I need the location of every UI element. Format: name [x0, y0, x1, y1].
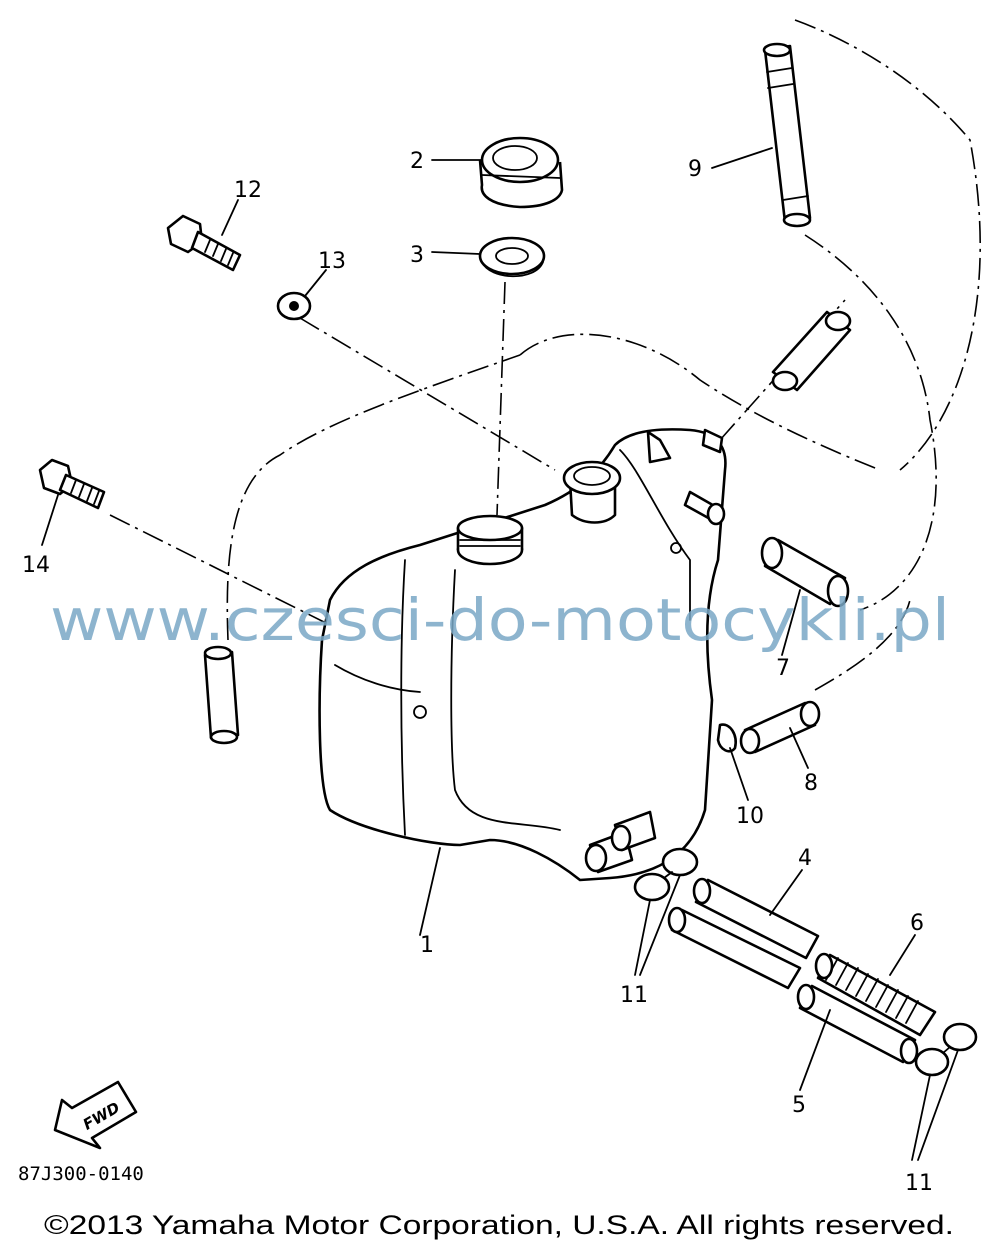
watermark: www.czesci-do-motocykli.pl: [50, 586, 950, 654]
hose-8: [739, 700, 821, 755]
callout-3: 3: [410, 243, 424, 268]
callout-12: 12: [234, 178, 262, 203]
diagram-code: 87J300-0140: [18, 1163, 144, 1185]
washer-13: [276, 291, 312, 321]
gasket: [478, 236, 546, 278]
callout-labels: 1 2 3 4 5 6 7 8 9 10 11 11 12 13 14: [22, 149, 933, 1196]
callout-9: 9: [688, 157, 702, 182]
hose-left: [203, 645, 240, 745]
callout-5: 5: [792, 1093, 806, 1118]
hose-upper: [771, 310, 852, 392]
bolt-14: [38, 458, 106, 510]
hose-5: [796, 983, 919, 1065]
hose-7: [760, 536, 850, 608]
bolt-12: [166, 214, 242, 272]
hose-9: [762, 42, 812, 228]
callout-14: 14: [22, 553, 50, 578]
filler-cap: [478, 136, 564, 209]
callout-6: 6: [910, 911, 924, 936]
callout-4: 4: [798, 846, 812, 871]
callout-1: 1: [420, 933, 434, 958]
callout-11-upper: 11: [620, 983, 648, 1008]
callout-8: 8: [804, 771, 818, 796]
callout-2: 2: [410, 149, 424, 174]
hose-4: [667, 877, 820, 990]
clamps-11-lower: [914, 1022, 978, 1077]
clip-10: [716, 723, 737, 753]
callout-7: 7: [776, 656, 790, 681]
oil-tank: [318, 428, 727, 882]
leader-lines: [41, 147, 959, 1161]
callout-10: 10: [736, 804, 764, 829]
fwd-arrow: FWD: [53, 1080, 138, 1150]
spring-hose-6: [814, 952, 937, 1037]
copyright-notice: ©2013 Yamaha Motor Corporation, U.S.A. A…: [44, 1210, 954, 1240]
callout-13: 13: [318, 249, 346, 274]
clamps-11-upper: [633, 847, 699, 902]
callout-11-lower: 11: [905, 1171, 933, 1196]
